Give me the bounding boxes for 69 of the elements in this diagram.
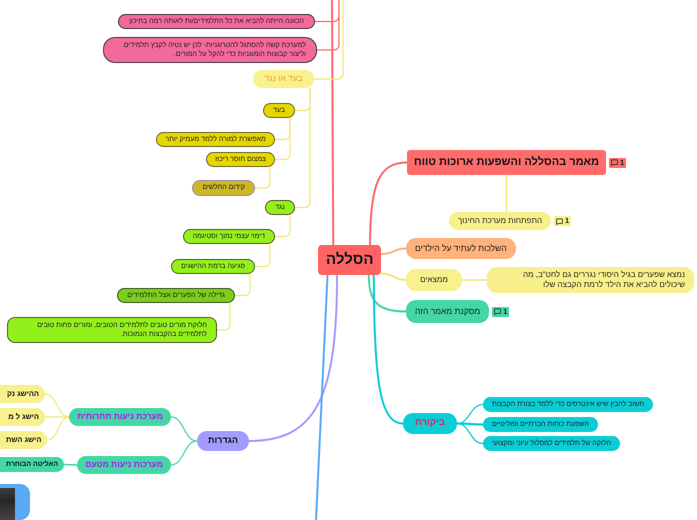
picture-frame <box>0 484 30 520</box>
connector-line <box>380 248 407 255</box>
connector-line <box>274 214 291 238</box>
subtopic <box>487 267 694 293</box>
connector-line <box>506 174 508 213</box>
connector-line <box>461 279 488 281</box>
topic-text: מערכות ניעות מטעם <box>85 459 163 471</box>
subtopic <box>182 229 275 244</box>
connector-line <box>380 272 407 281</box>
connector-line <box>44 393 70 418</box>
connector-line <box>170 440 198 466</box>
subtopic <box>103 37 317 63</box>
topic-text: השלכות לעתיד על הילדים <box>415 242 507 254</box>
connector-line <box>254 243 271 268</box>
connector-line <box>331 0 334 246</box>
subtopic <box>118 14 315 29</box>
connector-line <box>63 464 78 466</box>
subtopic <box>0 431 48 449</box>
connector-line <box>216 302 231 331</box>
subtopic <box>263 103 295 118</box>
subtopic <box>483 436 620 451</box>
main-topic <box>403 413 457 434</box>
subtopic <box>0 408 45 426</box>
subtopic <box>483 397 653 412</box>
connector-line <box>274 117 291 160</box>
connector-line <box>369 162 408 246</box>
subtopic <box>69 408 171 426</box>
subtopic <box>206 152 275 167</box>
topic-text: ביקורת <box>414 417 446 430</box>
topic-text: מסקנת מאמר הזה <box>415 306 480 318</box>
subtopic <box>483 417 598 432</box>
topic-text: מאמר בהסללה והשפעות ארוכות טווח <box>414 155 600 170</box>
main-topic <box>197 431 249 451</box>
topic-text: נמצא שפערים בגיל היסודי נגררים גם לחט"ב, מה שיכולים להביא את הילד לרמת הקבצה שלו <box>522 270 685 290</box>
subtopic <box>192 180 255 196</box>
connector-line <box>44 416 70 418</box>
connector-line <box>46 416 70 441</box>
topic-text: הגדרות <box>208 435 238 447</box>
subtopic <box>253 70 314 88</box>
subtopic <box>156 132 275 147</box>
subtopic <box>265 200 295 215</box>
connector-line <box>234 273 251 296</box>
main-topic <box>406 300 490 323</box>
connector-line <box>372 274 404 424</box>
subtopic <box>0 385 45 403</box>
topic-text: הסללה <box>326 250 374 270</box>
connector-line <box>254 166 271 189</box>
main-topic <box>406 269 462 291</box>
main-topic <box>407 150 606 175</box>
connector-line <box>368 274 407 312</box>
connector-line <box>315 274 329 520</box>
topic-text: התפתחות מערכת החינוך <box>458 216 542 226</box>
subtopic <box>0 457 64 472</box>
subtopic <box>171 259 255 274</box>
central-topic <box>318 245 382 275</box>
connector-line <box>170 416 198 442</box>
connector-line <box>294 87 311 208</box>
connector-line <box>316 0 340 51</box>
connector-line <box>248 274 338 442</box>
topic-text: ממצאים <box>420 274 448 286</box>
subtopic <box>117 288 235 303</box>
connector-line <box>456 422 484 426</box>
subtopic <box>7 317 217 343</box>
main-topic <box>406 238 516 259</box>
subtopic <box>449 212 552 230</box>
connector-line <box>313 0 344 80</box>
topic-text: בעד או נגד <box>264 73 303 85</box>
subtopic <box>77 456 171 474</box>
topic-text: מערכת ניעות תחרותית <box>77 411 163 423</box>
